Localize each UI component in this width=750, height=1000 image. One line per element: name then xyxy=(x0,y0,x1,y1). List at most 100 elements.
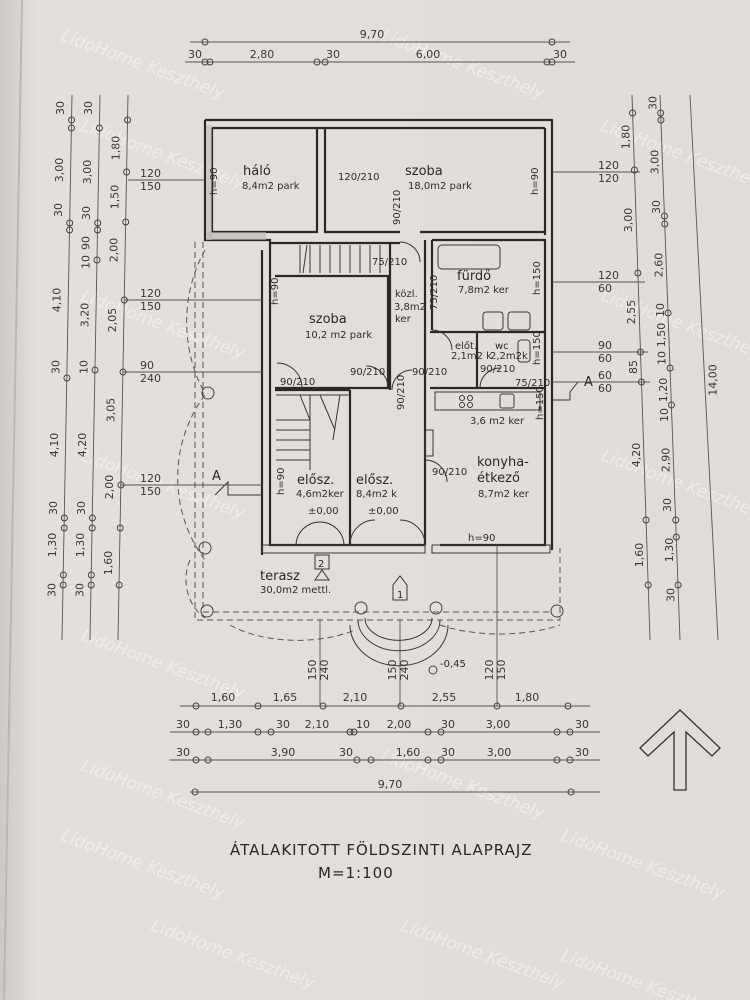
room-floor: ker xyxy=(395,314,412,325)
opening-label: 90/210 xyxy=(392,190,403,225)
dimension-node xyxy=(660,212,668,220)
dimension-label: 30 xyxy=(49,360,62,374)
dimension-node xyxy=(630,166,638,174)
dimension-node xyxy=(634,269,642,277)
room-area: 8,4m2 park xyxy=(242,181,300,192)
dimension-label: 1,60 xyxy=(396,746,421,759)
dimension-label: 2,55 xyxy=(432,691,457,704)
dimension-node xyxy=(267,728,275,736)
window-dim: 60 xyxy=(598,352,612,365)
dimension-node xyxy=(629,109,637,117)
opening-label: h=90 xyxy=(276,468,287,495)
entrance-2-marker: 2 xyxy=(314,554,330,581)
opening-label: 90/210 xyxy=(480,364,515,375)
dimension-node xyxy=(424,728,432,736)
dimension-node xyxy=(667,401,675,409)
dimension-label: 2,10 xyxy=(343,691,368,704)
room-furdo: fürdő xyxy=(457,269,491,284)
dimension-node xyxy=(397,702,405,710)
dimension-label: 2,10 xyxy=(305,718,330,731)
room-eloszoba-right: elősz. xyxy=(356,473,393,488)
dimension-label: 30 xyxy=(441,746,455,759)
dimension-node xyxy=(254,728,262,736)
dimension-label: 150 xyxy=(306,660,319,681)
dimension-label: 120 xyxy=(483,660,496,681)
dimension-label: 240 xyxy=(398,660,411,681)
level-mark: ±0,00 xyxy=(308,506,339,517)
dimension-node xyxy=(94,226,102,234)
dimension-label: 4,20 xyxy=(76,433,89,458)
room-elot: előt. xyxy=(455,340,477,352)
dimension-label: 1,30 xyxy=(663,538,676,563)
room-konyha: konyha- xyxy=(477,455,529,470)
dimension-node xyxy=(116,524,124,532)
entrance-1-marker: 1 xyxy=(392,575,408,601)
plan-scale: M=1:100 xyxy=(318,864,394,882)
opening-label: 90/210 xyxy=(280,377,315,388)
room-halo: háló xyxy=(243,164,271,179)
room-area: 2,2m2k xyxy=(490,351,528,362)
columns xyxy=(198,386,564,667)
dimension-label: 3,05 xyxy=(105,398,118,423)
dimension-node xyxy=(564,702,572,710)
room-area: 4,6m2ker xyxy=(296,489,345,500)
dimension-label: 10 xyxy=(79,255,92,269)
dimension-node xyxy=(313,58,321,66)
dimension-label: 3,00 xyxy=(622,208,635,233)
dimension-label: 4,10 xyxy=(48,433,61,458)
room-area: 2,1m2 k xyxy=(451,351,492,362)
entrance-number: 2 xyxy=(318,559,324,570)
window-dim: 60 xyxy=(598,382,612,395)
dimension-label: 2,60 xyxy=(652,253,665,278)
dimension-label: 1,80 xyxy=(109,136,122,161)
dimension-node xyxy=(191,788,199,796)
opening-label: 75/210 xyxy=(429,275,440,310)
dimension-node xyxy=(548,58,556,66)
dimension-node xyxy=(88,524,96,532)
room-eloszoba-left: elősz. xyxy=(297,473,334,488)
dimension-node xyxy=(437,728,445,736)
dimension-label: 30 xyxy=(276,718,290,731)
window-dim: 90 xyxy=(140,359,154,372)
dimension-label: 10 xyxy=(356,718,370,731)
plan-title: ÁTALAKITOTT FÖLDSZINTI ALAPRAJZ xyxy=(230,840,533,859)
opening-label: 90/210 xyxy=(396,375,407,410)
dimension-label: 1,30 xyxy=(46,533,59,558)
dimension-node xyxy=(124,116,132,124)
dimension-node xyxy=(567,788,575,796)
dimension-label: 3,90 xyxy=(271,746,296,759)
dimension-node xyxy=(548,38,556,46)
window-dim: 240 xyxy=(140,372,161,385)
level-marker-icon xyxy=(428,665,438,675)
window-dim: 90 xyxy=(598,339,612,352)
section-marker-right: A xyxy=(552,375,593,401)
section-mark-label: A xyxy=(212,469,221,484)
dimension-label: 1,60 xyxy=(102,551,115,576)
dimension-label: 30 xyxy=(650,200,663,214)
dimension-label: 10 xyxy=(77,360,90,374)
dimension-node xyxy=(319,702,327,710)
window-dim: 60 xyxy=(598,282,612,295)
window-dim: 120 xyxy=(140,472,161,485)
dimension-node xyxy=(123,168,131,176)
dimension-label: 3,20 xyxy=(78,303,91,328)
dimension-node xyxy=(666,364,674,372)
opening-label: h=150 xyxy=(532,261,543,295)
dimension-node xyxy=(566,756,574,764)
dimension-node xyxy=(192,702,200,710)
dimension-node xyxy=(672,516,680,524)
opening-label: h=150 xyxy=(532,331,543,365)
dimension-node xyxy=(637,378,645,386)
dimension-node xyxy=(661,220,669,228)
opening-label: h=90 xyxy=(209,168,220,195)
dimension-label: 2,55 xyxy=(625,300,638,325)
opening-label: 90/210 xyxy=(432,467,467,478)
room-konyha-line2: étkező xyxy=(477,471,520,486)
room-area: 18,0m2 park xyxy=(408,181,472,192)
dimension-label: 1,20 xyxy=(657,378,670,403)
dimension-label: 1,60 xyxy=(633,543,646,568)
dimension-node xyxy=(566,728,574,736)
room-wc: wc xyxy=(495,341,509,352)
dimension-node xyxy=(60,514,68,522)
doors xyxy=(276,241,501,546)
